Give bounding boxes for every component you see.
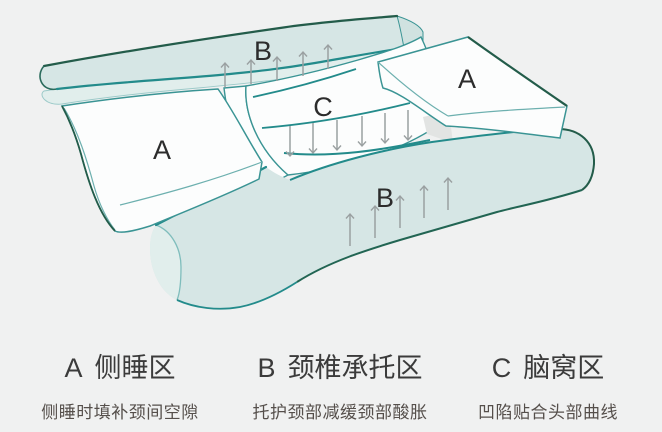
left-side-sleep-block — [60, 88, 263, 233]
right-side-sleep-block — [377, 36, 568, 139]
right-block-top-face-edge — [447, 106, 566, 117]
legend-zone-name: 脑窝区 — [523, 353, 605, 383]
legend-letter: B — [257, 353, 276, 383]
left-block-outer-edge — [61, 105, 116, 232]
zone-label-back-strip: B — [254, 36, 272, 66]
up-arrows-back-strip — [220, 43, 333, 87]
hollow-contour-line-1 — [252, 68, 357, 98]
front-strip-cap-face — [150, 225, 181, 300]
right-block-left-face-edge — [377, 61, 449, 117]
back-strip-top-edge — [42, 14, 399, 68]
back-strip-top-face — [40, 16, 423, 90]
up-arrows-front-strip — [345, 176, 453, 246]
hollow-contour-line-2 — [261, 102, 411, 129]
zone-label-right-block: A — [458, 64, 476, 94]
zone-label-left-block: A — [153, 135, 171, 165]
zone-label-front-strip: B — [376, 183, 394, 213]
legend-description: 侧睡时填补颈间空隙 — [41, 403, 199, 422]
front-strip-cap-arc — [155, 224, 182, 301]
legend-title: C 脑窝区 — [448, 346, 648, 385]
legend-title: B 颈椎承托区 — [228, 346, 452, 385]
left-block-bevel-edge — [63, 107, 116, 231]
legend-zone-name: 颈椎承托区 — [287, 353, 423, 383]
right-block-outer-edge — [467, 36, 568, 107]
pillow-zones-diagram: B C A A B — [39, 14, 596, 310]
legend-description: 凹陷贴合头部曲线 — [478, 403, 618, 422]
right-block-body — [377, 36, 568, 139]
left-block-top-face-edge — [119, 161, 263, 206]
front-strip-bottom-edge-left — [176, 281, 298, 310]
hollow-contour-line-3 — [283, 139, 431, 156]
zone-label-center-hollow: C — [313, 92, 333, 122]
front-strip-bottom-edge — [296, 189, 583, 283]
back-strip-left-cap-edge — [39, 65, 58, 91]
legend-letter: C — [491, 353, 512, 383]
legend-description: 托护颈部减缓颈部酸胀 — [252, 403, 428, 422]
down-arrows-hollow-zone — [285, 110, 413, 158]
legend-title: A 侧睡区 — [20, 346, 220, 385]
legend-letter: A — [64, 353, 83, 383]
legend-zone-name: 侧睡区 — [94, 353, 176, 383]
back-strip-front-edge — [55, 46, 406, 91]
front-strip-body — [150, 128, 595, 309]
front-strip-end-edge — [555, 127, 596, 191]
